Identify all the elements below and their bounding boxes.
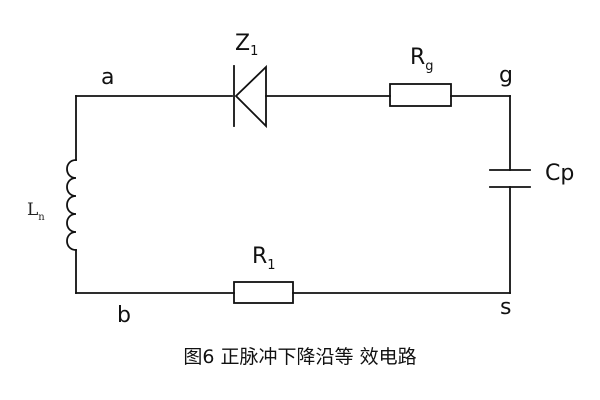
inductor-ln: [66, 159, 77, 251]
diode-label-main: Z: [235, 31, 250, 56]
resistor-rg-label: Rg: [410, 45, 434, 74]
inductor-label: Ln: [27, 200, 45, 223]
inductor-label-main: L: [27, 200, 38, 220]
resistor-r1-label-main: R: [252, 244, 267, 269]
zener-diode-z1: [233, 64, 267, 129]
capacitor-cp: [489, 169, 531, 188]
capacitor-label: Cp: [545, 161, 574, 186]
resistor-rg: [389, 83, 452, 107]
inductor-label-sub: n: [38, 212, 45, 223]
resistor-rg-label-main: R: [410, 45, 425, 70]
resistor-r1-label: R1: [252, 244, 276, 273]
figure-caption: 图6 正脉冲下降沿等 效电路: [183, 346, 417, 368]
diode-label-sub: 1: [250, 44, 258, 59]
resistor-rg-label-sub: g: [425, 59, 433, 74]
diode-triangle: [234, 64, 267, 129]
resistor-r1: [233, 281, 294, 304]
node-b-label: b: [117, 303, 131, 328]
node-a-label: a: [101, 65, 114, 90]
node-s-label: s: [500, 295, 511, 320]
node-g-label: g: [499, 63, 513, 88]
diode-label: Z1: [235, 31, 258, 59]
resistor-r1-label-sub: 1: [267, 258, 275, 273]
